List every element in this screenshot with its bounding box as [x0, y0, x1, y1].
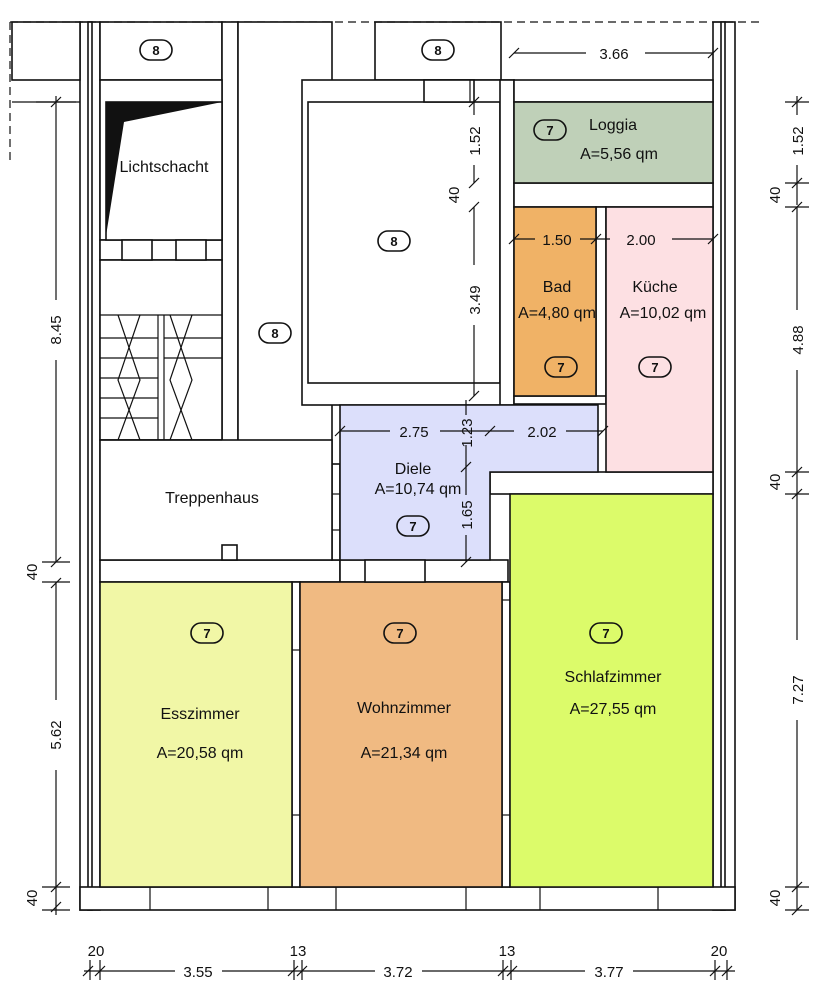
diele-west-wall	[331, 463, 341, 561]
room-wohnzimmer	[299, 581, 503, 888]
details	[106, 79, 510, 816]
dim-bottom-wall-mid2: 13	[499, 943, 516, 960]
label-lichtschacht: Lichtschacht	[120, 159, 209, 176]
dim-right-wall-1: 40	[767, 187, 784, 204]
svg-text:7: 7	[651, 360, 658, 375]
label-loggia: Loggia	[589, 117, 637, 134]
dim-left-lower: 5.62	[48, 720, 65, 749]
dim-diele-depth-upper: 1.23	[459, 418, 476, 447]
label-kueche: Küche	[632, 279, 677, 296]
room-kueche	[605, 206, 714, 473]
dim-wall-upper: 40	[446, 187, 463, 204]
bad-south-wall	[513, 395, 607, 405]
label-wohnzimmer: Wohnzimmer	[357, 700, 452, 717]
dim-bottom-wohnzimmer: 3.72	[383, 964, 412, 981]
area-bad: A=4,80 qm	[518, 305, 596, 322]
label-treppenhaus: Treppenhaus	[165, 490, 259, 507]
dim-right-wall-bottom: 40	[767, 890, 784, 907]
area-kueche: A=10,02 qm	[620, 305, 707, 322]
right-wall-inner-line	[720, 21, 726, 911]
mark-kueche: 7	[638, 356, 672, 378]
dim-bottom-esszimmer: 3.55	[183, 964, 212, 981]
loggia-south-wall	[513, 182, 714, 208]
dim-right-lower: 7.27	[790, 675, 807, 704]
room-labels: Lichtschacht Treppenhaus Loggia A=5,56 q…	[120, 117, 707, 762]
stair-frame	[99, 259, 223, 441]
neighbor-block-left	[11, 21, 81, 81]
dimension-lines	[36, 47, 809, 980]
svg-text:7: 7	[557, 360, 564, 375]
courtyard-east-wall	[499, 79, 515, 406]
dim-left-wall-mid: 40	[24, 564, 41, 581]
area-loggia: A=5,56 qm	[580, 146, 658, 163]
mark-shaft: 8	[258, 322, 292, 344]
dim-diele-depth-lower: 1.65	[459, 500, 476, 529]
dim-diele-width-left: 2.75	[399, 424, 428, 441]
label-bad: Bad	[543, 279, 571, 296]
mark-diele: 7	[396, 515, 430, 537]
svg-text:8: 8	[434, 43, 441, 58]
area-schlafzimmer: A=27,55 qm	[570, 701, 657, 718]
mark-esszimmer: 7	[190, 622, 224, 644]
rooms	[99, 101, 714, 888]
label-schlafzimmer: Schlafzimmer	[565, 669, 663, 686]
room-diele	[339, 404, 599, 561]
kueche-south-wall	[489, 471, 714, 495]
mark-neighbor-2: 8	[421, 39, 455, 61]
dim-bottom-wall-left: 20	[88, 943, 105, 960]
dim-right-upper: 1.52	[790, 126, 807, 155]
dim-loggia-width: 3.66	[599, 46, 628, 63]
wohn-schlaf-wall	[501, 581, 511, 888]
svg-text:7: 7	[602, 626, 609, 641]
loggia-north-wall	[513, 79, 714, 103]
dim-right-mid: 4.88	[790, 325, 807, 354]
dim-loggia-depth: 1.52	[467, 126, 484, 155]
area-diele: A=10,74 qm	[375, 481, 462, 498]
room-schlafzimmer	[509, 493, 714, 888]
room-esszimmer	[99, 581, 293, 888]
svg-text:7: 7	[409, 519, 416, 534]
mark-loggia: 7	[533, 119, 567, 141]
svg-text:8: 8	[152, 43, 159, 58]
shaft-wall-left	[221, 21, 239, 463]
dim-bottom-wall-mid1: 13	[290, 943, 307, 960]
mark-courtyard: 8	[377, 230, 411, 252]
room-marks: 8 8 8 8 7 7 7 7	[139, 39, 672, 644]
dim-kueche-width: 2.00	[626, 232, 655, 249]
treppenhaus-south-wall	[99, 559, 341, 583]
label-diele: Diele	[395, 461, 432, 478]
svg-text:8: 8	[271, 326, 278, 341]
dim-left-upper: 8.45	[48, 315, 65, 344]
left-wall-inner-line	[87, 21, 93, 911]
lichtschacht-hatch	[106, 102, 222, 236]
dim-bottom-wall-right: 20	[711, 943, 728, 960]
bottom-exterior-wall	[79, 886, 736, 911]
ess-wohn-wall	[291, 581, 301, 888]
label-esszimmer: Esszimmer	[160, 706, 240, 723]
area-wohnzimmer: A=21,34 qm	[361, 745, 448, 762]
dimension-labels: 3.66 1.52 40 3.49 1.50 2.00 2.75 2.02 1.…	[24, 46, 807, 981]
dim-bottom-schlafzimmer: 3.77	[594, 964, 623, 981]
svg-text:8: 8	[390, 234, 397, 249]
dim-bad-width: 1.50	[542, 232, 571, 249]
mark-schlafzimmer: 7	[589, 622, 623, 644]
dim-court-depth: 3.49	[467, 285, 484, 314]
svg-text:7: 7	[546, 123, 553, 138]
area-esszimmer: A=20,58 qm	[157, 745, 244, 762]
mark-wohnzimmer: 7	[383, 622, 417, 644]
dim-diele-width-right: 2.02	[527, 424, 556, 441]
bad-kueche-wall	[595, 206, 607, 398]
dim-left-wall-bottom: 40	[24, 890, 41, 907]
staircase	[100, 314, 222, 441]
room-loggia	[513, 101, 714, 184]
mark-bad: 7	[544, 356, 578, 378]
dim-right-wall-2: 40	[767, 474, 784, 491]
svg-text:7: 7	[396, 626, 403, 641]
svg-text:7: 7	[203, 626, 210, 641]
mark-neighbor-1: 8	[139, 39, 173, 61]
